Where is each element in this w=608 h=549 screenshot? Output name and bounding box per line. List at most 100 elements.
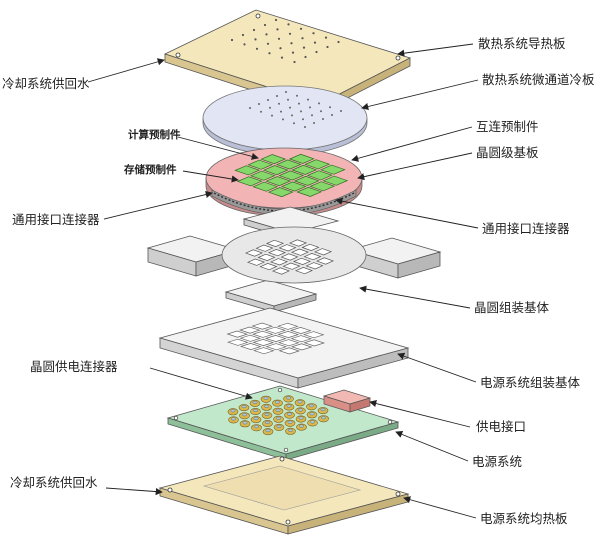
micro-channel-plate (202, 85, 368, 156)
heatsink-hole (280, 56, 284, 59)
capacitor-top (231, 417, 236, 421)
capacitor-top (276, 424, 282, 428)
chiplet (291, 164, 318, 175)
capacitor-top (287, 412, 292, 416)
heatsink-hole (263, 23, 267, 27)
power-base-cutout (238, 326, 261, 334)
capacitor-top (252, 400, 258, 404)
base-cutout (255, 244, 274, 252)
chiplet (319, 164, 346, 175)
heatsink-hole (299, 27, 303, 30)
channel-port (298, 102, 300, 105)
label-wafer-assembly-base: 晶圆组装基体 (474, 300, 550, 315)
chiplet (236, 176, 263, 187)
label-wafer-power-connector: 晶圆供电连接器 (30, 359, 118, 374)
mounting-hole (395, 55, 401, 61)
channel-port (285, 91, 287, 93)
capacitor-top (299, 424, 304, 428)
power-base-cutout (290, 343, 313, 351)
heatsink-hole (254, 38, 257, 41)
label-power-system: 电源系统 (472, 454, 523, 469)
capacitor-top (254, 425, 259, 429)
channel-port (282, 118, 284, 121)
channel-port (249, 107, 251, 109)
base-cutout (288, 239, 308, 247)
heatsink-hole (290, 42, 293, 45)
label-power-interface: 供电接口 (476, 419, 527, 434)
chiplet (265, 176, 292, 187)
channel-port (329, 106, 331, 109)
power-base-cutout (302, 331, 325, 339)
heatsink-hole (313, 41, 317, 44)
leader-lines (87, 43, 479, 519)
base-cutout (315, 257, 335, 265)
channel-port (258, 103, 260, 105)
heatsink-hole (255, 47, 259, 50)
heatsink-hole (266, 42, 270, 45)
label-power-heat-spreader: 电源系统均热板 (480, 511, 568, 526)
base-cutout (269, 258, 289, 266)
chiplet (249, 170, 276, 181)
power-interface-block (322, 389, 372, 413)
capacitor-top (298, 416, 304, 420)
power-base-cutout (278, 347, 301, 355)
chiplet (280, 181, 307, 192)
channel-port (293, 122, 295, 125)
capacitor-top (298, 408, 303, 412)
power-base-cutout (239, 343, 262, 350)
channel-port (267, 99, 269, 101)
pcb-mount-hole (387, 419, 393, 425)
heatsink-hole (252, 28, 256, 32)
heatsink-hole (279, 47, 282, 50)
label-heatsink-plate: 散热系统导热板 (478, 36, 566, 51)
heatsink-hole (302, 46, 306, 49)
chiplet (288, 153, 315, 164)
capacitor-top (264, 404, 269, 408)
chiplet (252, 181, 279, 192)
capacitor-top (242, 413, 247, 417)
mounting-hole (255, 13, 261, 19)
channel-port (280, 110, 282, 113)
channel-port (269, 106, 271, 109)
capacitor-top (286, 396, 291, 400)
wafer-substrate (205, 147, 363, 217)
label-interconnect-prefab: 互连预制件 (476, 119, 539, 134)
base-cutout (244, 249, 264, 257)
channel-port (331, 114, 333, 116)
chiplet (260, 154, 287, 165)
capacitor-top (263, 396, 269, 400)
capacitor-top (275, 408, 281, 412)
chiplet (275, 159, 302, 170)
chiplet (278, 170, 305, 181)
channel-port (309, 106, 311, 109)
capacitor-top (253, 409, 258, 413)
power-base-cutout (277, 339, 300, 347)
capacitor-top (275, 400, 280, 404)
power-base-cutout (226, 338, 249, 346)
channel-port (322, 118, 324, 120)
label-connector-right: 通用接口连接器 (482, 221, 570, 236)
chiplet (304, 159, 331, 170)
base-cutout (305, 262, 324, 270)
base-cutout (301, 243, 320, 251)
capacitor-top (264, 412, 270, 416)
capacitor-top (297, 400, 303, 404)
channel-port (320, 110, 322, 113)
label-connector-left: 通用接口连接器 (12, 212, 100, 227)
capacitor-top (288, 428, 293, 432)
base-cutout (267, 249, 287, 257)
power-base-cutout (276, 322, 299, 330)
label-cooling-supply-bottom: 冷却系统供回水 (10, 475, 98, 490)
label-compute-prefab: 计算预制件 (128, 129, 181, 141)
capacitor-top (309, 412, 315, 416)
channel-port (302, 118, 304, 121)
capacitor-top (309, 404, 314, 408)
base-cutout (259, 263, 278, 271)
capacitor-top (287, 420, 293, 424)
heatsink-hole (276, 28, 279, 31)
power-system-pcb (166, 385, 400, 461)
channel-port (300, 110, 302, 113)
heatsink-hole (301, 37, 304, 40)
